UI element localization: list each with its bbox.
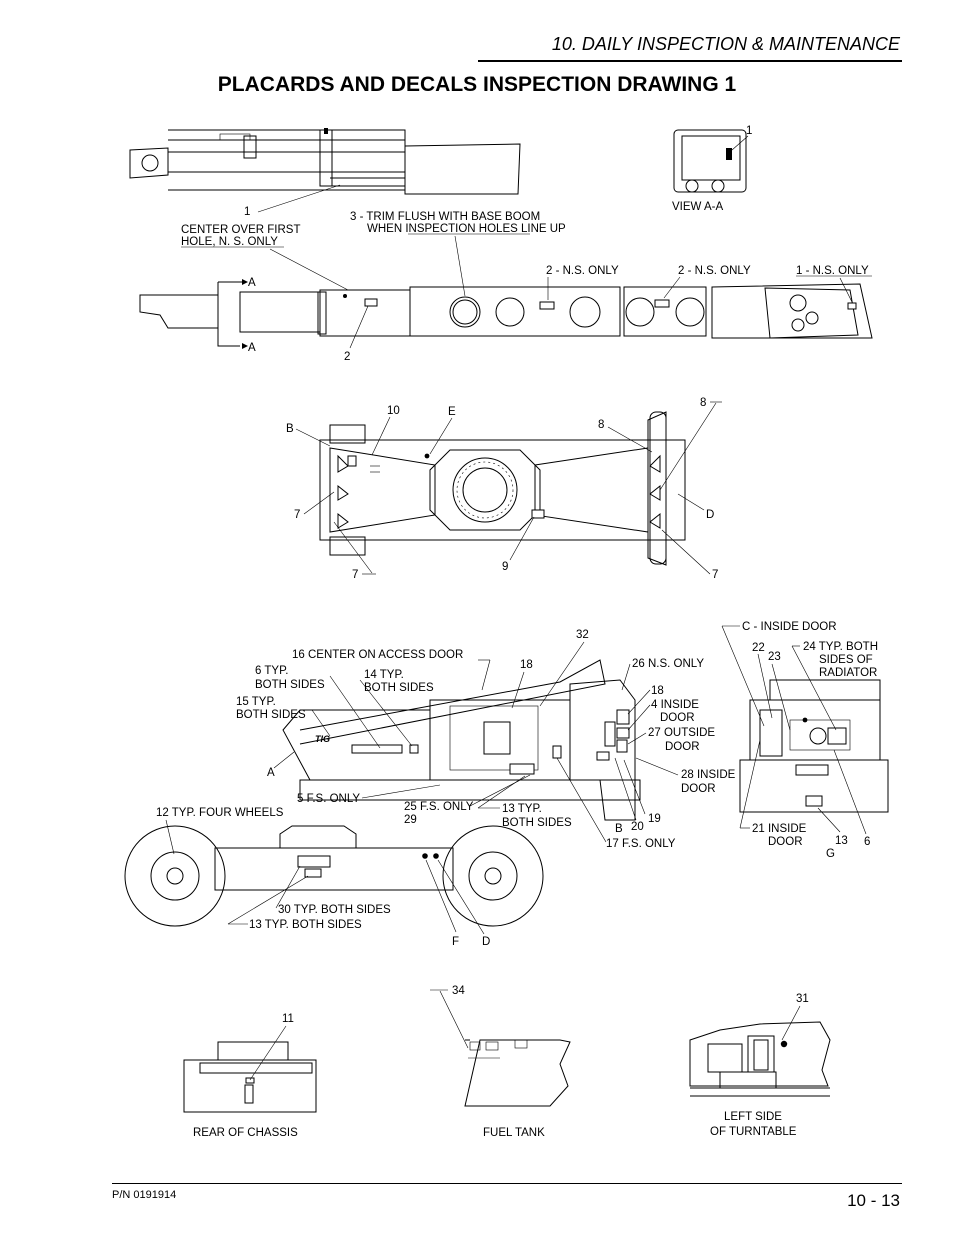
label-18a: 18 xyxy=(520,659,533,671)
label-6-both: BOTH SIDES xyxy=(255,679,325,691)
footer-rule xyxy=(112,1183,902,1184)
frame-label-8a: 8 xyxy=(598,419,604,431)
label-1-ns-only: 1 - N.S. ONLY xyxy=(796,265,869,277)
label-1-center: 1 xyxy=(244,206,250,218)
label-14-typ: 14 TYP. xyxy=(364,669,404,681)
label-4-door: DOOR xyxy=(660,712,695,724)
boom-main-view xyxy=(139,279,873,349)
label-13-both: BOTH SIDES xyxy=(502,817,572,829)
view-a-a-label: VIEW A-A xyxy=(672,201,723,213)
label-inspection-holes: WHEN INSPECTION HOLES LINE UP xyxy=(367,223,566,235)
label-c-inside-door: C - INSIDE DOOR xyxy=(742,621,837,633)
label-13-chassis: 13 TYP. BOTH SIDES xyxy=(249,919,362,931)
label-center-over-first: CENTER OVER FIRST xyxy=(181,224,300,236)
frame-label-b: B xyxy=(286,423,294,435)
label-27-outside: 27 OUTSIDE xyxy=(648,727,715,739)
frame-label-8b: 8 xyxy=(700,397,706,409)
label-2-ns-only-b: 2 - N.S. ONLY xyxy=(678,265,751,277)
label-25-fs: 25 F.S. ONLY xyxy=(404,801,474,813)
boom-top-view xyxy=(129,128,521,195)
label-15-typ: 15 TYP. xyxy=(236,696,276,708)
part-number: P/N 0191914 xyxy=(112,1189,177,1201)
label-16: 16 CENTER ON ACCESS DOOR xyxy=(292,649,463,661)
frame-label-10: 10 xyxy=(387,405,400,417)
label-29: 29 xyxy=(404,814,417,826)
label-left-side: LEFT SIDE xyxy=(724,1111,782,1123)
label-a-machine: A xyxy=(267,767,275,779)
header-rule xyxy=(478,60,902,62)
label-24-typ: 24 TYP. BOTH xyxy=(803,641,878,653)
label-31: 31 xyxy=(796,993,809,1005)
label-12: 12 TYP. FOUR WHEELS xyxy=(156,807,284,819)
frame-label-7b: 7 xyxy=(352,569,358,581)
page-number: 10 - 13 xyxy=(847,1191,900,1210)
left-side-turntable-view xyxy=(689,1021,831,1097)
label-d-chassis: D xyxy=(482,936,490,948)
frame-label-e: E xyxy=(448,406,456,418)
label-14-both: BOTH SIDES xyxy=(364,682,434,694)
rear-of-chassis-view xyxy=(183,1041,317,1113)
label-15-both: BOTH SIDES xyxy=(236,709,306,721)
label-2-ns-only-a: 2 - N.S. ONLY xyxy=(546,265,619,277)
label-g: G xyxy=(826,848,835,860)
label-3-trim: 3 - TRIM FLUSH WITH BASE BOOM xyxy=(350,211,540,223)
label-of-turntable: OF TURNTABLE xyxy=(710,1126,797,1138)
label-18b: 18 xyxy=(651,685,664,697)
label-6-back: 6 xyxy=(864,836,870,848)
frame-label-7c: 7 xyxy=(712,569,718,581)
label-5-fs: 5 F.S. ONLY xyxy=(297,793,360,805)
label-4-inside: 4 INSIDE xyxy=(651,699,699,711)
frame-label-9: 9 xyxy=(502,561,508,573)
label-22: 22 xyxy=(752,642,765,654)
label-17-fs: 17 F.S. ONLY xyxy=(606,838,676,850)
label-21-door: DOOR xyxy=(768,836,803,848)
page-title: PLACARDS AND DECALS INSPECTION DRAWING 1 xyxy=(217,73,737,96)
label-28-door: DOOR xyxy=(681,783,716,795)
label-first-hole: HOLE, N. S. ONLY xyxy=(181,236,278,248)
label-21-inside: 21 INSIDE xyxy=(752,823,807,835)
label-27-door: DOOR xyxy=(665,741,700,753)
label-b-machine: B xyxy=(615,823,623,835)
brand-logo: TIG xyxy=(315,734,330,744)
label-6-typ: 6 TYP. xyxy=(255,665,288,677)
label-23: 23 xyxy=(768,651,781,663)
section-a-top: A xyxy=(248,277,256,289)
label-24-sides: SIDES OF xyxy=(819,654,873,666)
fuel-tank-view xyxy=(464,1039,571,1107)
label-rear-of-chassis: REAR OF CHASSIS xyxy=(193,1127,298,1139)
label-20: 20 xyxy=(631,821,644,833)
frame-label-7a: 7 xyxy=(294,509,300,521)
chassis-frame-top xyxy=(319,411,686,566)
frame-label-d: D xyxy=(706,509,714,521)
label-2: 2 xyxy=(344,351,350,363)
label-13-back: 13 xyxy=(835,835,848,847)
label-11: 11 xyxy=(282,1013,294,1025)
label-19: 19 xyxy=(648,813,661,825)
view-a-a xyxy=(673,129,749,193)
section-a-bottom: A xyxy=(248,342,256,354)
machine-back-view xyxy=(739,679,889,813)
label-28-inside: 28 INSIDE xyxy=(681,769,736,781)
section-header: 10. DAILY INSPECTION & MAINTENANCE xyxy=(551,34,900,54)
label-26: 26 N.S. ONLY xyxy=(632,658,704,670)
label-30: 30 TYP. BOTH SIDES xyxy=(278,904,391,916)
chassis-side-view xyxy=(124,825,544,927)
label-34: 34 xyxy=(452,985,465,997)
label-f: F xyxy=(452,936,459,948)
label-13-typ: 13 TYP. xyxy=(502,803,542,815)
label-32: 32 xyxy=(576,629,589,641)
label-fuel-tank: FUEL TANK xyxy=(483,1127,545,1139)
view-a-a-label-1: 1 xyxy=(746,125,752,137)
label-24-radiator: RADIATOR xyxy=(819,667,877,679)
